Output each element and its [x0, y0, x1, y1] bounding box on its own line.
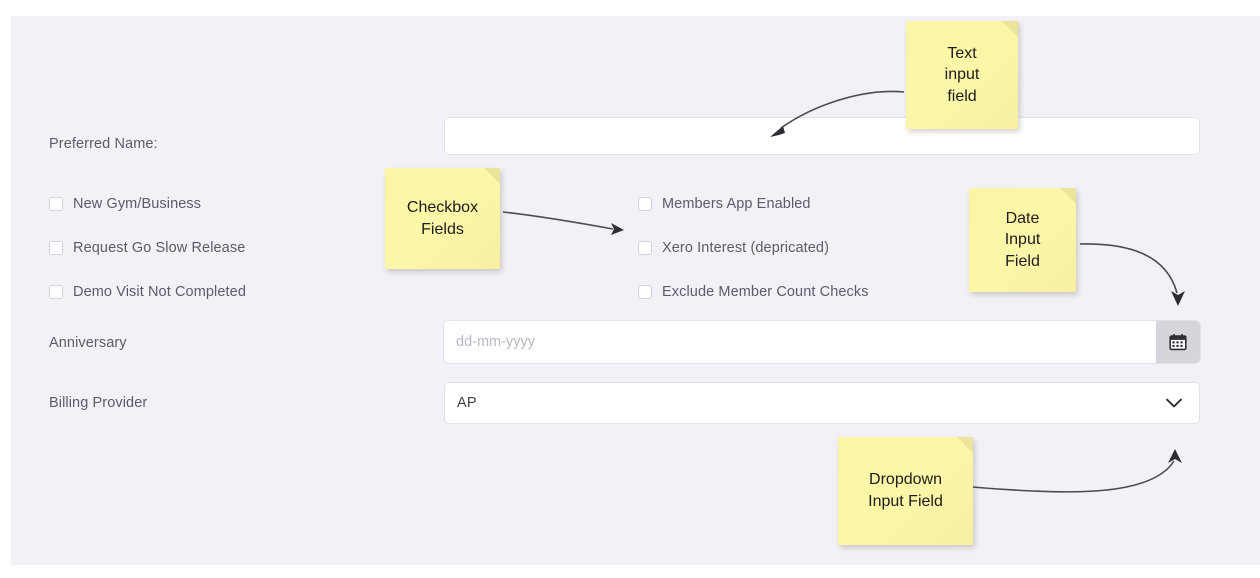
checkbox-box[interactable]: [638, 285, 652, 299]
chevron-down-icon: [1166, 398, 1182, 408]
checkbox-label: Exclude Member Count Checks: [662, 284, 869, 300]
note-fold-corner: [957, 437, 973, 453]
billing-provider-select[interactable]: AP: [444, 382, 1200, 424]
checkbox-label: Xero Interest (depricated): [662, 240, 830, 256]
label-preferred-name: Preferred Name:: [49, 136, 158, 152]
preferred-name-input[interactable]: [444, 117, 1200, 155]
checkbox-box[interactable]: [638, 241, 652, 255]
anniversary-date-group[interactable]: [444, 321, 1200, 363]
chevron-down-icon-wrap[interactable]: [1165, 397, 1199, 409]
checkbox-xero-interest[interactable]: Xero Interest (depricated): [638, 240, 829, 256]
checkbox-box[interactable]: [49, 197, 63, 211]
checkbox-members-app-enabled[interactable]: Members App Enabled: [638, 196, 811, 212]
note-fold-corner: [484, 168, 500, 184]
checkbox-exclude-member-count-checks[interactable]: Exclude Member Count Checks: [638, 284, 869, 300]
note-fold-corner: [1060, 188, 1076, 204]
checkbox-box[interactable]: [49, 285, 63, 299]
checkbox-label: New Gym/Business: [73, 196, 202, 212]
calendar-icon-button[interactable]: [1156, 321, 1200, 363]
checkbox-label: Request Go Slow Release: [73, 240, 246, 256]
checkbox-new-gym-business[interactable]: New Gym/Business: [49, 196, 201, 212]
label-anniversary: Anniversary: [49, 335, 127, 351]
calendar-icon: [1169, 334, 1187, 351]
checkbox-label: Members App Enabled: [662, 196, 811, 212]
checkbox-label: Demo Visit Not Completed: [73, 284, 246, 300]
checkbox-box[interactable]: [49, 241, 63, 255]
label-billing-provider: Billing Provider: [49, 395, 148, 411]
checkbox-box[interactable]: [638, 197, 652, 211]
anniversary-input[interactable]: [444, 321, 1156, 363]
note-fold-corner: [1002, 21, 1018, 37]
billing-provider-value: AP: [457, 395, 477, 411]
checkbox-request-go-slow-release[interactable]: Request Go Slow Release: [49, 240, 245, 256]
checkbox-demo-visit-not-completed[interactable]: Demo Visit Not Completed: [49, 284, 246, 300]
